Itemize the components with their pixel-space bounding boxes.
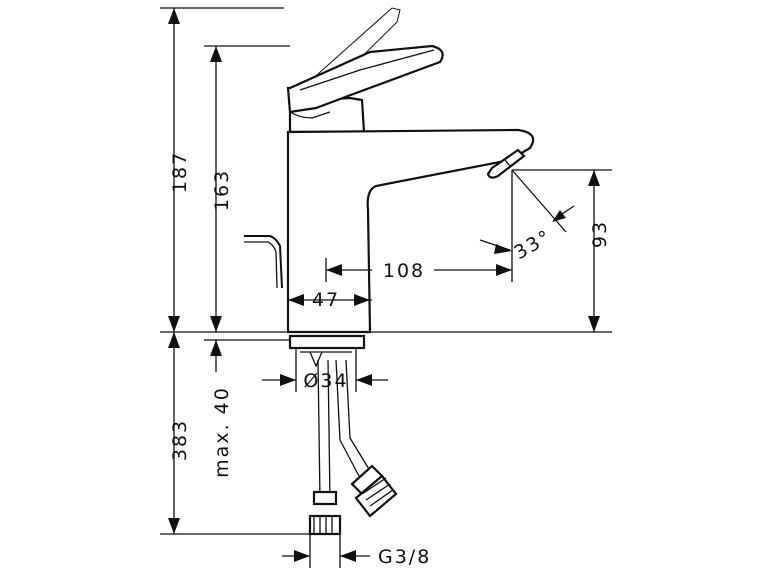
label-outlet-height: 93 xyxy=(589,220,611,248)
label-connection: G3/8 xyxy=(378,546,431,568)
arrow-93-top xyxy=(588,170,600,186)
hose-fitting-left-grip xyxy=(313,516,333,534)
mounting-nut xyxy=(288,334,366,350)
arrow-g-right xyxy=(340,550,356,562)
aerator xyxy=(486,148,526,179)
lever-base xyxy=(289,111,331,119)
arrow-108-right xyxy=(496,264,512,276)
faucet-body xyxy=(160,7,612,536)
arrow-max40 xyxy=(210,340,222,356)
label-spout-height: 163 xyxy=(211,169,233,211)
mounting-thread xyxy=(295,348,357,360)
arrow-93-bottom xyxy=(588,316,600,332)
arrow-383-top xyxy=(168,332,180,348)
label-base-offset: 47 xyxy=(312,289,340,311)
label-spout-reach: 108 xyxy=(383,260,425,282)
label-total-height: 187 xyxy=(169,151,191,193)
arrow-108-left xyxy=(326,264,342,276)
arrow-187-top xyxy=(168,8,180,24)
arrow-33-right xyxy=(552,210,566,222)
arrow-163-top xyxy=(210,46,222,62)
label-spout-angle: 33° xyxy=(510,225,555,264)
arrow-47-right xyxy=(354,294,370,306)
dimension-lines xyxy=(160,7,612,568)
arrow-33-left xyxy=(494,244,512,254)
arrow-187-bottom xyxy=(168,316,180,332)
lever-highlight xyxy=(299,49,435,91)
arrow-g-left xyxy=(294,550,310,562)
mounting-clip xyxy=(309,351,323,368)
dimension-labels: 187 163 93 108 33° 47 Ø34 383 max. 40 G3… xyxy=(169,151,611,568)
aerator-ring xyxy=(504,159,512,168)
angle-reference-line xyxy=(511,169,567,233)
label-below-counter: 383 xyxy=(169,419,191,461)
supply-hose-left xyxy=(317,359,331,501)
hose-fitting-right-grip xyxy=(361,477,394,507)
arrow-383-bottom xyxy=(168,518,180,534)
label-max-thickness: max. 40 xyxy=(211,386,233,478)
arrow-dia-right xyxy=(356,374,372,386)
popup-rod-inner xyxy=(244,241,278,289)
arrow-47-left xyxy=(288,294,304,306)
hose-fitting-left-top xyxy=(312,490,338,506)
label-base-diameter: Ø34 xyxy=(303,370,348,392)
lever-handle xyxy=(286,44,444,114)
supply-hose-right xyxy=(335,359,373,479)
popup-rod xyxy=(244,235,283,289)
arrow-dia-left xyxy=(280,374,296,386)
arrow-163-bottom xyxy=(210,316,222,332)
